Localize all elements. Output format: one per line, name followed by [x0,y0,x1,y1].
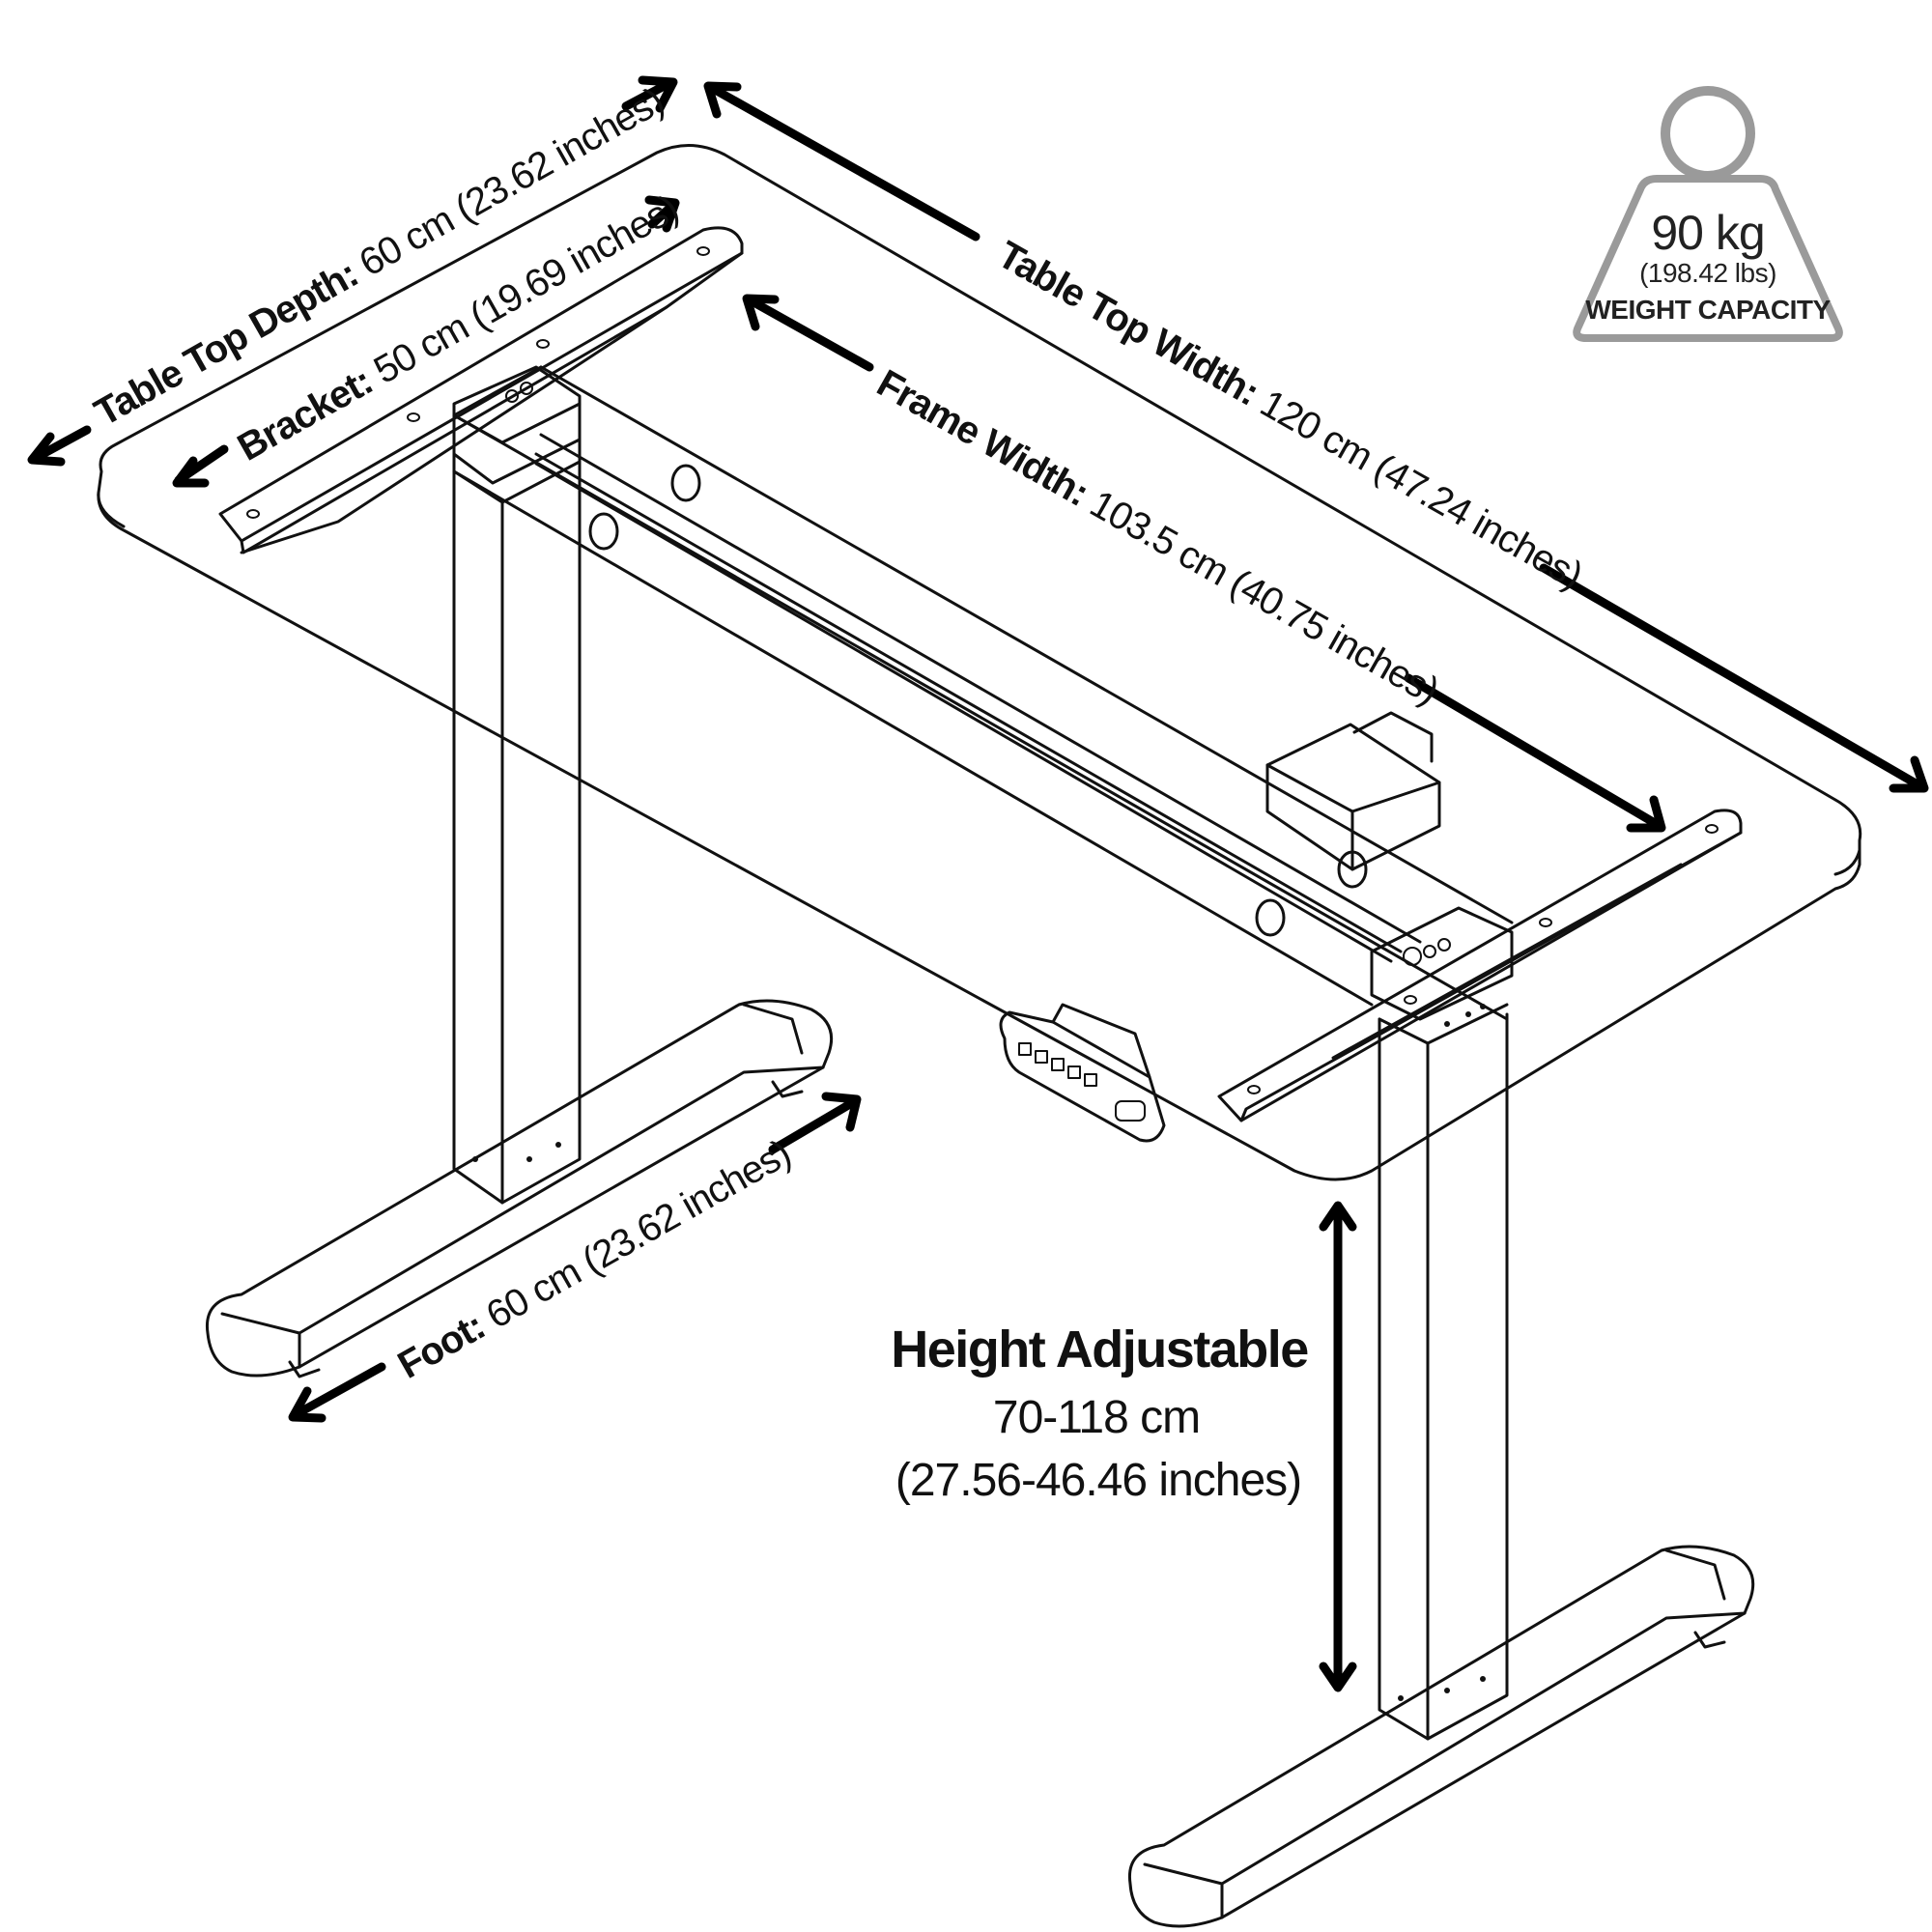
table-top-outline [97,143,1862,1181]
height-range-in: (27.56-46.46 inches) [895,1455,1301,1506]
table-top-width-label: Table Top Width: 120 cm (47.24 inches) [991,234,1590,598]
height-title: Height Adjustable [891,1321,1308,1378]
foot-title: Foot: [391,1305,492,1387]
bracket-arrows [172,195,680,488]
foot-arrows [288,1092,862,1423]
frame-width-arrows [742,294,1666,833]
right-foot [1127,1545,1755,1928]
right-bracket [1217,809,1743,1122]
frame-width-label: Frame Width: 103.5 cm (40.75 inches) [870,362,1446,713]
foot-value: 60 cm (23.62 inches) [470,1132,797,1342]
control-box [1265,711,1441,871]
hand-controller [999,1003,1166,1143]
left-foot [205,999,834,1378]
weight-caption: WEIGHT CAPACITY [1585,295,1831,325]
table-top-width-arrows [703,81,1929,793]
height-range-cm: 70-118 cm [993,1392,1200,1443]
right-leg-column [1378,1003,1509,1741]
weight-ring-icon [1661,86,1755,181]
bracket-title: Bracket: [231,360,380,469]
frame-width-value: 103.5 cm (40.75 inches) [1074,477,1445,712]
height-adjustable-info: Height Adjustable 70-118 cm (27.56-46.46… [891,1321,1309,1506]
weight-body-icon [1573,175,1843,342]
weight-value: 90 kg [1651,206,1764,260]
height-arrow [1319,1201,1357,1692]
weight-capacity-badge: 90 kg (198.42 lbs) WEIGHT CAPACITY [1573,86,1843,342]
frame-width-title: Frame Width: [870,362,1095,515]
table-top-width-title: Table Top Width: [991,234,1266,414]
table-top-depth-arrows [27,75,678,467]
weight-value-lbs: (198.42 lbs) [1639,258,1776,288]
left-leg-column [452,402,582,1205]
foot-label: Foot: 60 cm (23.62 inches) [391,1132,798,1387]
